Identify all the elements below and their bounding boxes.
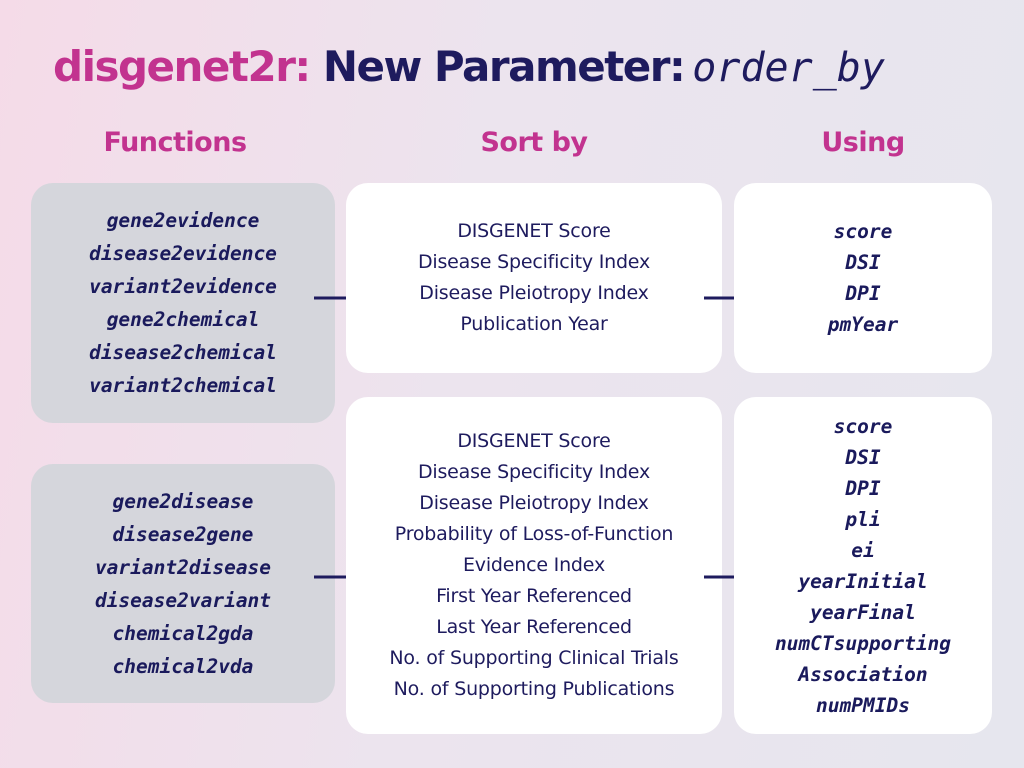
sort-criterion: Last Year Referenced <box>436 616 632 638</box>
page-title: disgenet2r: New Parameter:order_by <box>53 40 885 95</box>
sort-criterion: DISGENET Score <box>457 430 611 452</box>
column-header-sort-by: Sort by <box>480 127 588 158</box>
using-box-group-1: score DSI DPI pmYear <box>734 183 992 373</box>
parameter-value: DPI <box>845 282 881 305</box>
function-name: disease2chemical <box>89 341 277 364</box>
sort-criterion: Disease Specificity Index <box>417 251 651 273</box>
function-name: variant2disease <box>94 555 272 579</box>
function-name: disease2variant <box>94 588 272 612</box>
parameter-value: Association <box>798 662 928 686</box>
function-name: gene2evidence <box>106 209 260 232</box>
parameter-value: numPMIDs <box>816 693 910 717</box>
function-name: gene2chemical <box>106 308 260 331</box>
parameter-list: score DSI DPI pli ei yearInitial yearFin… <box>775 411 951 721</box>
functions-box-group-2: gene2disease disease2gene variant2diseas… <box>31 464 335 703</box>
column-header-using: Using <box>821 127 905 158</box>
sort-criterion: Probability of Loss-of-Function <box>394 523 674 545</box>
title-code: order_by <box>692 45 885 91</box>
function-list: gene2disease disease2gene variant2diseas… <box>95 485 271 683</box>
sort-criterion: Disease Pleiotropy Index <box>419 282 649 304</box>
parameter-value: ei <box>851 538 875 562</box>
title-brand: disgenet2r: <box>53 42 311 91</box>
function-name: gene2disease <box>112 489 254 513</box>
column-header-functions: Functions <box>103 127 247 158</box>
parameter-value: DSI <box>845 445 881 469</box>
sort-criterion: Disease Specificity Index <box>417 461 651 483</box>
parameter-value: DSI <box>845 251 881 274</box>
sort-by-box-group-2: DISGENET Score Disease Specificity Index… <box>346 397 722 734</box>
using-box-group-2: score DSI DPI pli ei yearInitial yearFin… <box>734 397 992 734</box>
parameter-value: score <box>833 220 893 243</box>
sort-by-list: DISGENET Score Disease Specificity Index… <box>389 426 678 705</box>
parameter-list: score DSI DPI pmYear <box>828 216 898 340</box>
functions-box-group-1: gene2evidence disease2evidence variant2e… <box>31 183 335 423</box>
sort-criterion: First Year Referenced <box>436 585 632 607</box>
function-name: disease2evidence <box>89 242 277 265</box>
function-name: disease2gene <box>112 522 254 546</box>
parameter-value: yearFinal <box>810 600 916 624</box>
function-list: gene2evidence disease2evidence variant2e… <box>89 204 277 402</box>
function-name: chemical2vda <box>112 654 254 678</box>
sort-criterion: No. of Supporting Clinical Trials <box>389 647 679 669</box>
parameter-value: pli <box>845 507 881 531</box>
parameter-value: numCTsupporting <box>774 631 952 655</box>
parameter-value: DPI <box>845 476 881 500</box>
function-name: chemical2gda <box>112 621 254 645</box>
sort-criterion: No. of Supporting Publications <box>393 678 675 700</box>
parameter-value: score <box>833 414 893 438</box>
sort-by-box-group-1: DISGENET Score Disease Specificity Index… <box>346 183 722 373</box>
sort-criterion: Disease Pleiotropy Index <box>419 492 649 514</box>
sort-by-list: DISGENET Score Disease Specificity Index… <box>418 216 650 340</box>
title-text: New Parameter: <box>322 42 686 91</box>
parameter-value: yearInitial <box>798 569 928 593</box>
sort-criterion: DISGENET Score <box>457 220 611 242</box>
function-name: variant2evidence <box>89 275 277 298</box>
sort-criterion: Evidence Index <box>462 554 605 576</box>
function-name: variant2chemical <box>89 374 277 397</box>
sort-criterion: Publication Year <box>460 313 608 335</box>
parameter-value: pmYear <box>827 313 899 336</box>
